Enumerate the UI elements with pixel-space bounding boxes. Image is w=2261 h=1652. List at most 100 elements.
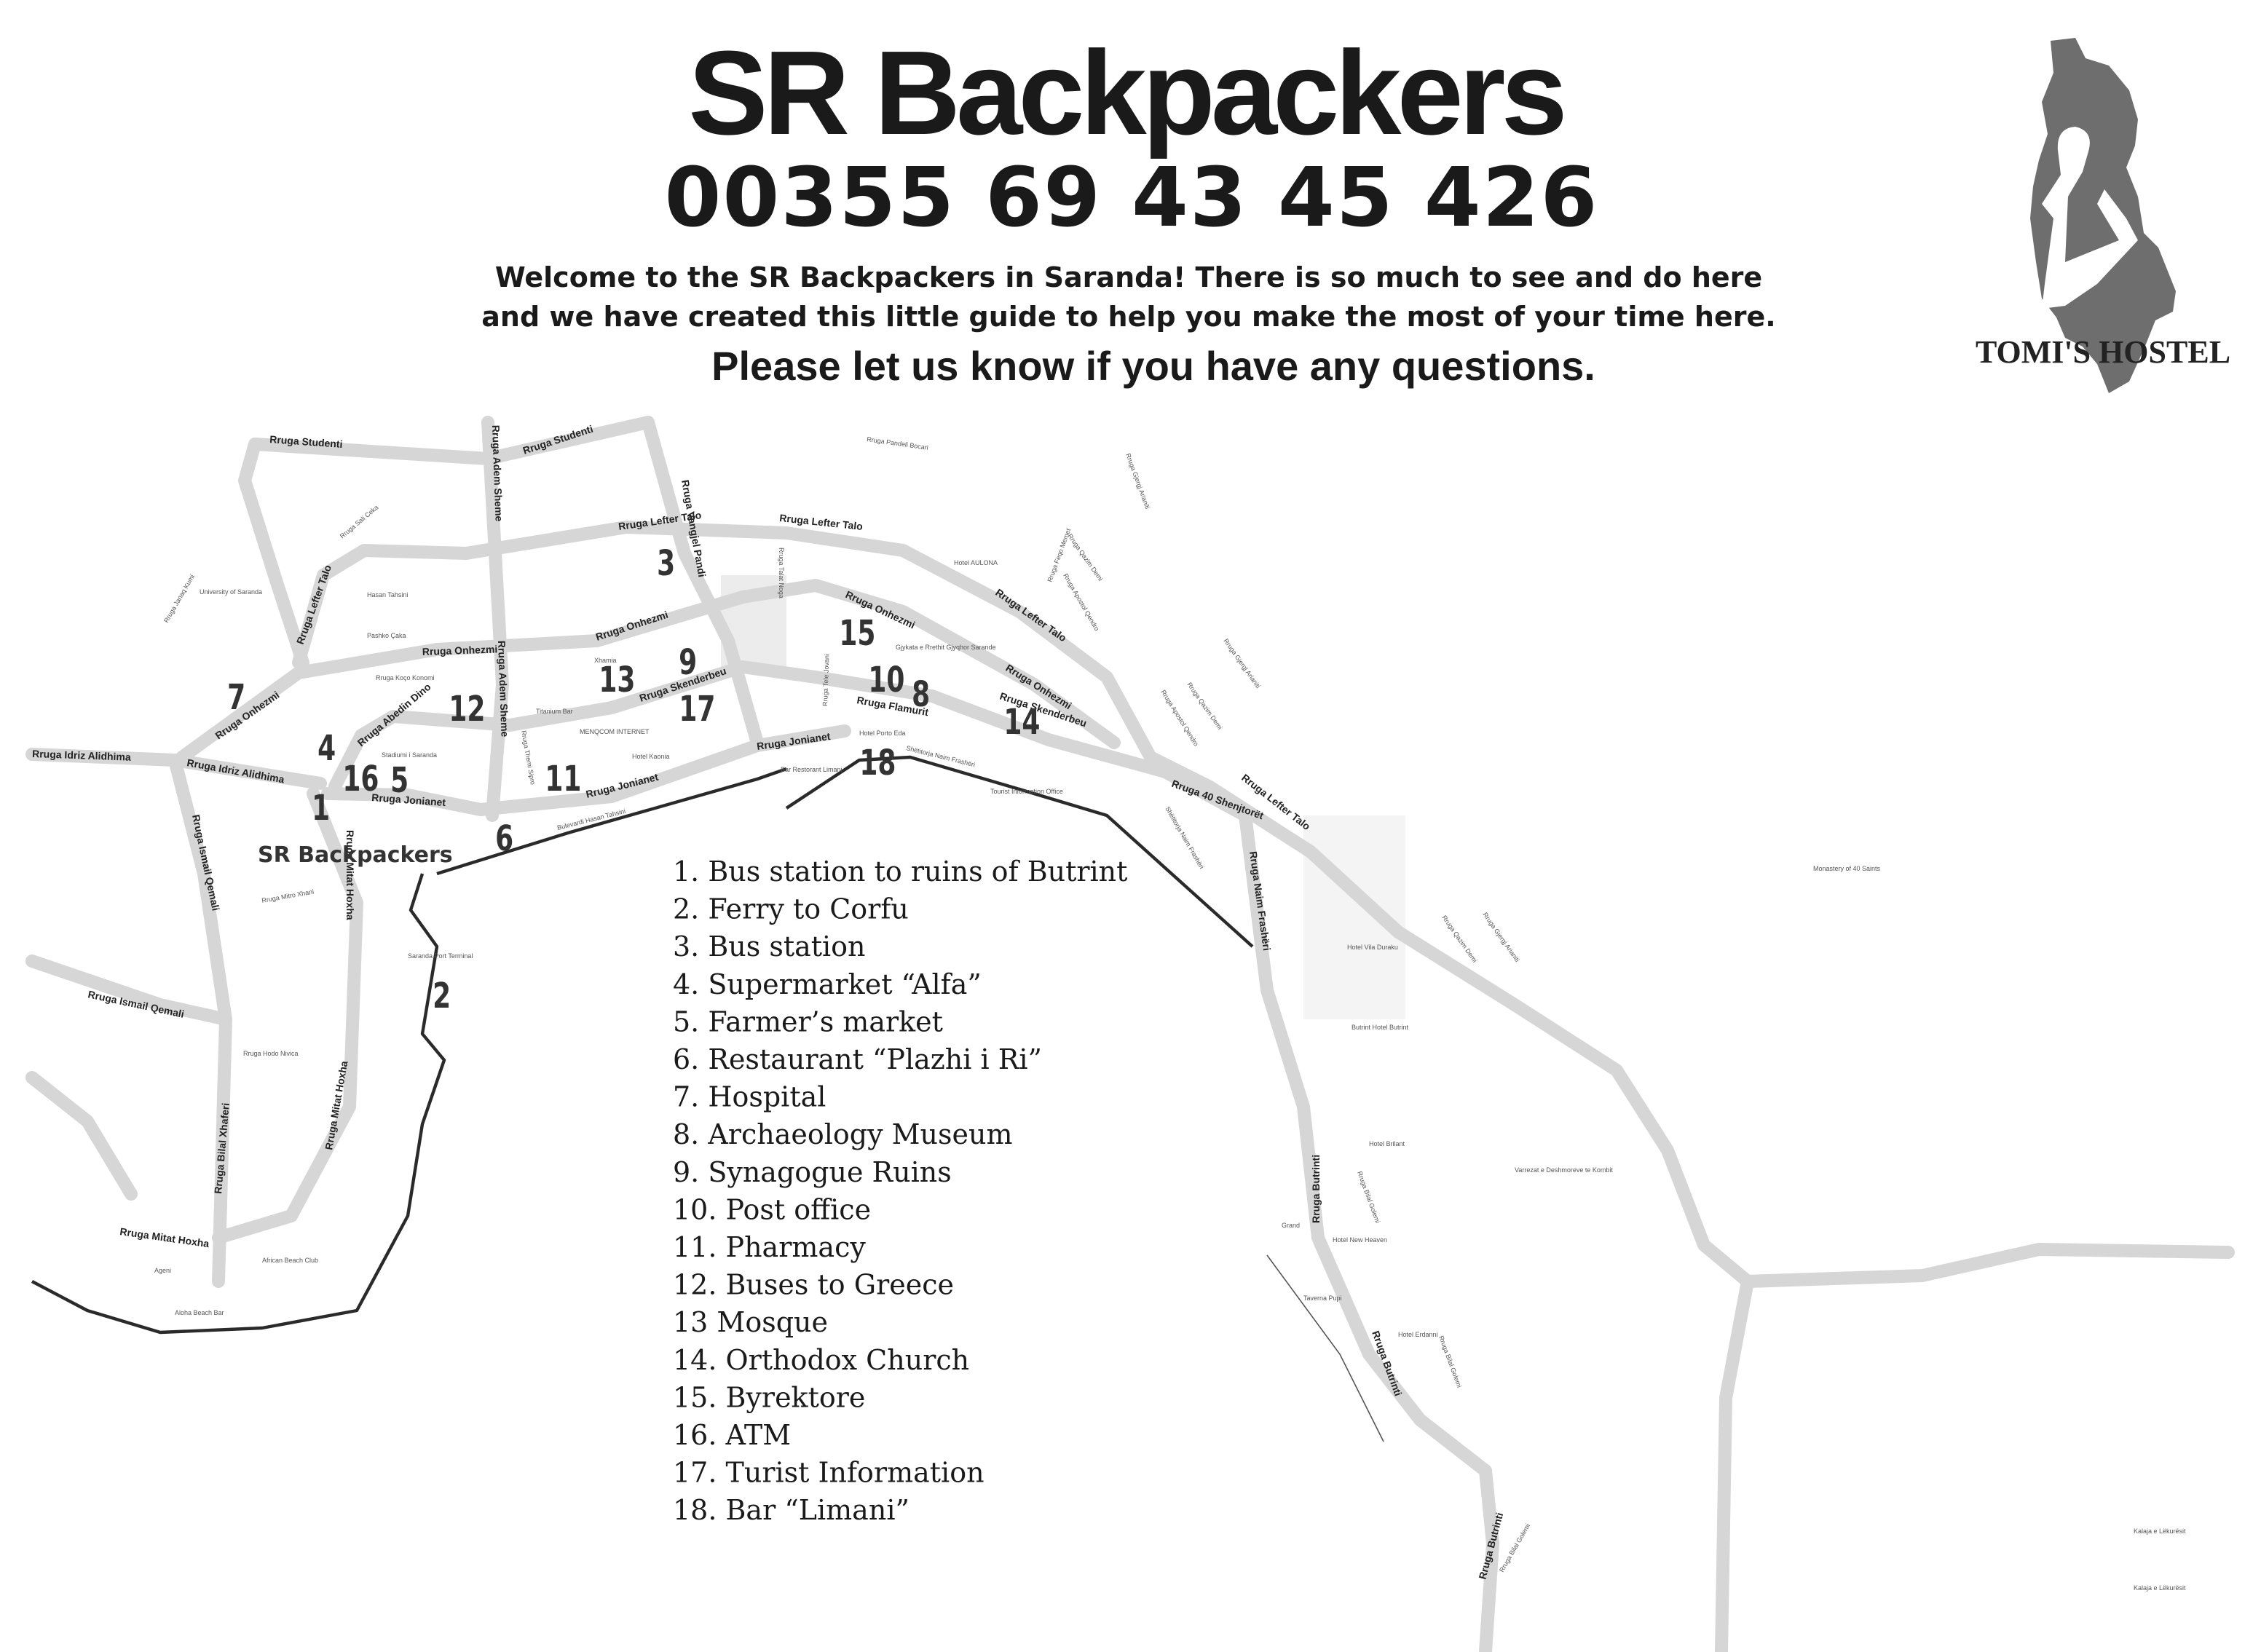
- legend-item: 1. Bus station to ruins of Butrint: [673, 855, 1127, 888]
- street-label: Rruga Idriz Alidhima: [186, 756, 285, 785]
- legend-item: 11. Pharmacy: [673, 1231, 866, 1263]
- marker-10: 10: [868, 660, 904, 700]
- street-label: Rruga Idriz Alidhima: [32, 748, 131, 763]
- poi-label: Titanium Bar: [536, 708, 573, 715]
- street-label: Rruga Pandeli Bocari: [867, 435, 929, 451]
- legend-item: 12. Buses to Greece: [673, 1269, 954, 1301]
- hostel-map-label: SR Backpackers: [258, 842, 453, 868]
- street-label: Rruga Butrinti: [1310, 1155, 1322, 1223]
- poi-label: Gjykata e Rrethit Gjyqhor Sarande: [896, 644, 996, 651]
- street-label: Rruga Adem Sheme: [490, 425, 505, 522]
- street-label: Rruga Sali Ceka: [339, 504, 380, 540]
- street-label: Rruga Mitat Hoxha: [344, 830, 356, 920]
- coastline-east: [785, 755, 1254, 948]
- page-title: SR Backpackers: [688, 26, 1563, 159]
- legend-item: 8. Archaeology Museum: [673, 1118, 1013, 1150]
- marker-9: 9: [679, 643, 697, 683]
- logo-text: TOMI'S HOSTEL: [1976, 334, 2230, 370]
- poi-label: Monastery of 40 Saints: [1813, 865, 1881, 872]
- marker-12: 12: [449, 689, 485, 730]
- poi-label: Hotel AULONA: [954, 559, 998, 566]
- legend-item: 10. Post office: [673, 1193, 871, 1225]
- legend-item: 17. Turist Information: [673, 1457, 984, 1489]
- poi-label: Kalaja e Lëkurësit: [2134, 1584, 2186, 1592]
- poi-label: Stadiumi i Saranda: [382, 751, 437, 759]
- marker-6: 6: [495, 819, 513, 859]
- questions-line: Please let us know if you have any quest…: [711, 343, 1595, 389]
- street-label: Rruga Apostol Qendro: [1062, 572, 1100, 632]
- marker-14: 14: [1003, 703, 1040, 743]
- legend-item: 9. Synagogue Ruins: [673, 1156, 952, 1188]
- street-label: Rruga Koço Konomi: [376, 674, 435, 681]
- street-label: Rruga Bilal Golemi: [1356, 1170, 1381, 1224]
- legend-list: 1. Bus station to ruins of Butrint 2. Fer…: [673, 855, 1127, 1526]
- city-map: Rruga Studenti Rruga Studenti Rruga Adem…: [25, 416, 2235, 1652]
- promenade: [1266, 1254, 1384, 1442]
- poi-label: Hotel Erdanni: [1398, 1331, 1438, 1338]
- street-label: Rruga Hodo Nivica: [243, 1050, 299, 1057]
- poi-label: Hotel New Heaven: [1333, 1236, 1387, 1244]
- street-label: Rruga Janaq Kumi: [162, 573, 196, 624]
- street-label: Rruga Qazim Demi: [1185, 681, 1223, 730]
- legend-item: 2. Ferry to Corfu: [673, 893, 909, 925]
- poi-label: Ageni: [154, 1267, 171, 1274]
- poi-label: Taverna Pupi: [1303, 1295, 1342, 1302]
- street-label: Rruga Qazim Demi: [1066, 532, 1104, 582]
- marker-8: 8: [912, 675, 930, 715]
- legend-item: 14. Orthodox Church: [673, 1344, 969, 1376]
- poi-label: Hotel Porto Eda: [859, 730, 906, 737]
- street-label: Rruga Mitat Hoxha: [119, 1225, 210, 1249]
- poi-label: Kalaja e Lëkurësit: [2134, 1527, 2186, 1535]
- street-label: Rruga Gjergj Arianiti: [1124, 452, 1151, 510]
- poi-label: Pashko Çaka: [367, 632, 406, 639]
- poi-label: Butrint Hotel Butrint: [1352, 1024, 1409, 1031]
- street-label: Rruga Adem Sheme: [496, 641, 511, 738]
- poi-label: Hotel Vila Duraku: [1347, 944, 1398, 951]
- poi-label: Tourist Information Office: [990, 788, 1063, 795]
- phone-number: 00355 69 43 45 426: [665, 151, 1599, 245]
- street-label: Rruga Studenti: [269, 433, 343, 450]
- marker-2: 2: [433, 976, 451, 1016]
- marker-11: 11: [545, 759, 581, 799]
- coastline: [31, 767, 787, 1335]
- legend-item: 6. Restaurant “Plazhi i Ri”: [673, 1043, 1042, 1075]
- legend-item: 15. Byrektore: [673, 1381, 865, 1413]
- poi-label: MENQCOM INTERNET: [580, 728, 650, 735]
- roads: [25, 416, 2235, 1652]
- legend-item: 18. Bar “Limani”: [673, 1494, 909, 1526]
- poi-label: Grand: [1282, 1222, 1300, 1229]
- marker-4: 4: [317, 729, 336, 769]
- marker-17: 17: [679, 689, 715, 730]
- poi-label: Hotel Brilant: [1369, 1140, 1405, 1147]
- street-label: Rruga Themi Sipro: [520, 730, 537, 786]
- legend-item: 16. ATM: [673, 1419, 791, 1451]
- poi-label: Aloha Beach Bar: [175, 1309, 224, 1316]
- welcome-line-2: and we have created this little guide to…: [481, 301, 1775, 333]
- legend-item: 4. Supermarket “Alfa”: [673, 968, 982, 1000]
- poi-labels: University of Saranda Hasan Tahsini Pash…: [154, 559, 2186, 1592]
- marker-13: 13: [599, 660, 635, 700]
- marker-18: 18: [859, 743, 896, 783]
- marker-1: 1: [312, 789, 330, 829]
- legend-item: 3. Bus station: [673, 930, 866, 963]
- street-label: Rruga Bilal Golemi: [1498, 1522, 1531, 1573]
- street-label: Rruga Bilal Golemi: [1437, 1335, 1463, 1388]
- street-label: Rruga Lefter Talo: [294, 564, 334, 646]
- street-label: Rruga Jonianet: [371, 791, 446, 808]
- street-label: Shëtitorja Naim Frashëri: [1164, 805, 1205, 870]
- legend-item: 13 Mosque: [673, 1306, 828, 1338]
- marker-3: 3: [657, 544, 675, 584]
- street-label: Rruga Gjergj Arianiti: [1222, 637, 1261, 689]
- poi-label: Xhamia: [594, 657, 617, 664]
- marker-7: 7: [227, 678, 245, 718]
- street-label: Rruga Gjergj Arianiti: [1481, 911, 1520, 963]
- map-markers: 1 2 3 4 5 6 7 8 9 10 11 12 13 14 15 16 1…: [227, 544, 1040, 1016]
- legend-item: 5. Farmer’s market: [673, 1005, 943, 1038]
- welcome-line-1: Welcome to the SR Backpackers in Saranda…: [495, 261, 1762, 293]
- hiker-figure-icon: [2042, 127, 2138, 309]
- poi-label: Hotel Kaonia: [632, 753, 670, 760]
- street-label: Rruga Talat Noga: [778, 548, 785, 598]
- marker-5: 5: [390, 761, 409, 801]
- legend-item: 7. Hospital: [673, 1081, 826, 1113]
- marker-15: 15: [839, 614, 875, 654]
